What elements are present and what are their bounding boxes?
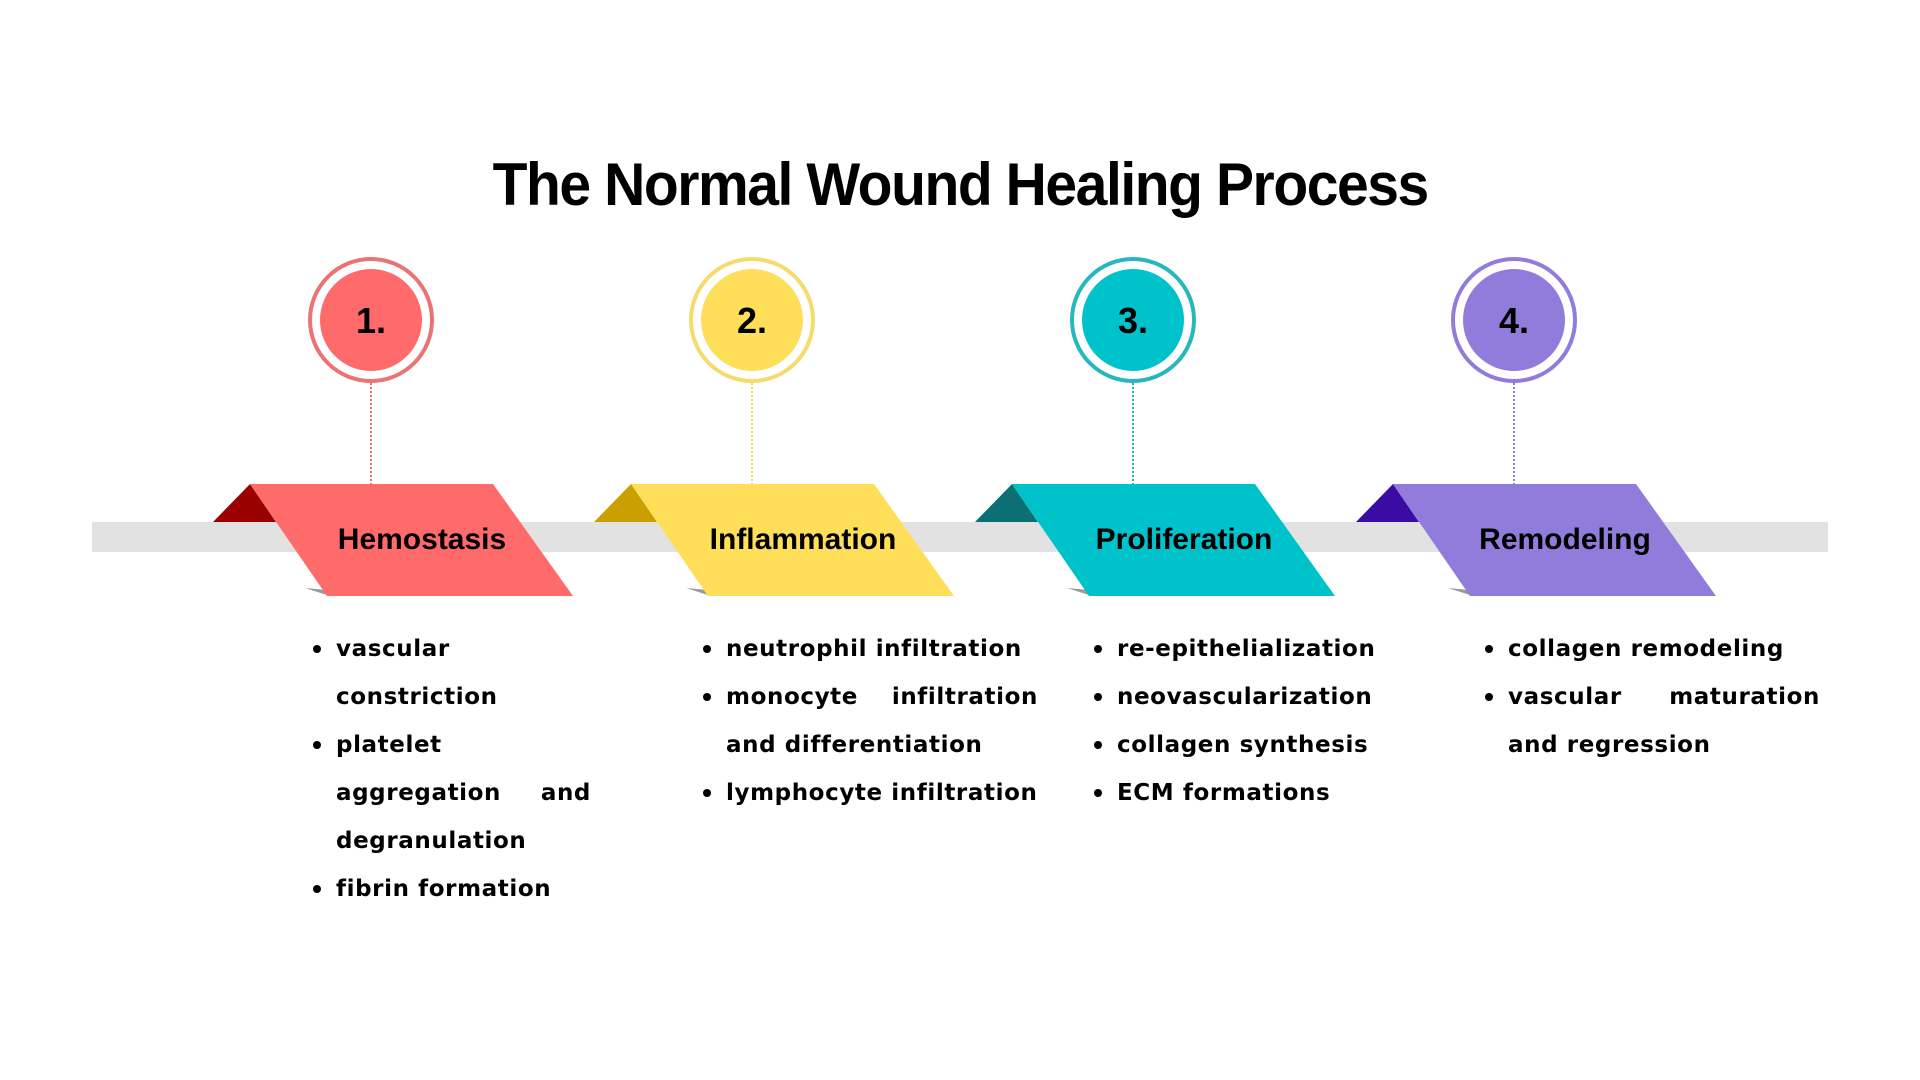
phase-number: 1. bbox=[356, 300, 386, 341]
bullet-text: collagen synthesis bbox=[1117, 732, 1369, 758]
phase-remodeling: 4. Remodeling bbox=[1356, 257, 1716, 596]
bullet-text: fibrin formation bbox=[336, 876, 552, 902]
bullet-item: vascular maturation and regression bbox=[1485, 673, 1820, 769]
number-circle bbox=[701, 269, 803, 371]
phase-proliferation: 3. Proliferation bbox=[975, 257, 1335, 596]
bullet-text: collagen remodeling bbox=[1508, 636, 1784, 662]
phase-number: 4. bbox=[1499, 300, 1529, 341]
number-circle bbox=[1463, 269, 1565, 371]
bullet-dot-icon bbox=[1485, 645, 1493, 653]
hemostasis-bullet-list: vascular constriction platelet aggregatio… bbox=[313, 625, 591, 913]
bullet-dot-icon bbox=[313, 645, 321, 653]
bullet-text: ECM formations bbox=[1117, 780, 1331, 806]
phase-number: 2. bbox=[737, 300, 767, 341]
page-title: The Normal Wound Healing Process bbox=[0, 150, 1920, 220]
bullet-text: platelet aggregation and degranulation bbox=[336, 732, 591, 854]
bullet-item: monocyte infiltration and differentiatio… bbox=[703, 673, 1038, 769]
bullet-item: vascular constriction bbox=[313, 625, 591, 721]
bullet-dot-icon bbox=[703, 645, 711, 653]
bullet-text: neovascularization bbox=[1117, 684, 1373, 710]
phase-hemostasis: 1. Hemostasis bbox=[213, 257, 573, 596]
proliferation-bullet-list: re-epithelialization neovascularization co… bbox=[1094, 625, 1414, 817]
bullet-dot-icon bbox=[313, 741, 321, 749]
phase-tab bbox=[1012, 484, 1335, 596]
bullet-text: monocyte infiltration and differentiatio… bbox=[726, 684, 1038, 758]
bullet-text: lymphocyte infiltration bbox=[726, 780, 1038, 806]
bullet-item: neovascularization bbox=[1094, 673, 1414, 721]
bullet-item: ECM formations bbox=[1094, 769, 1414, 817]
phase-tab bbox=[1393, 484, 1716, 596]
tab-fold bbox=[213, 484, 276, 522]
bullet-dot-icon bbox=[1485, 693, 1493, 701]
phase-label: Hemostasis bbox=[338, 523, 506, 556]
bullet-text: vascular maturation and regression bbox=[1508, 684, 1820, 758]
bullet-item: fibrin formation bbox=[313, 865, 591, 913]
tab-fold bbox=[1356, 484, 1419, 522]
page-title-text: The Normal Wound Healing Process bbox=[492, 151, 1429, 218]
phase-label: Remodeling bbox=[1479, 523, 1651, 556]
bullet-item: lymphocyte infiltration bbox=[703, 769, 1038, 817]
bullet-item: collagen synthesis bbox=[1094, 721, 1414, 769]
phase-inflammation: 2. Inflammation bbox=[594, 257, 954, 596]
phase-tab bbox=[631, 484, 954, 596]
number-circle bbox=[1082, 269, 1184, 371]
phase-label: Inflammation bbox=[710, 523, 897, 556]
tab-fold bbox=[975, 484, 1038, 522]
bullet-dot-icon bbox=[313, 885, 321, 893]
bullet-item: platelet aggregation and degranulation bbox=[313, 721, 591, 865]
phase-label: Proliferation bbox=[1096, 523, 1273, 556]
number-circle bbox=[320, 269, 422, 371]
bullet-dot-icon bbox=[1094, 789, 1102, 797]
remodeling-bullet-list: collagen remodeling vascular maturation a… bbox=[1485, 625, 1820, 769]
bullet-text: vascular constriction bbox=[336, 636, 498, 710]
bullet-dot-icon bbox=[1094, 693, 1102, 701]
phase-number: 3. bbox=[1118, 300, 1148, 341]
bullet-dot-icon bbox=[703, 789, 711, 797]
bullet-dot-icon bbox=[1094, 645, 1102, 653]
bullet-item: neutrophil infiltration bbox=[703, 625, 1038, 673]
bullet-text: re-epithelialization bbox=[1117, 636, 1376, 662]
phase-tab bbox=[250, 484, 573, 596]
bullet-item: re-epithelialization bbox=[1094, 625, 1414, 673]
bullet-dot-icon bbox=[703, 693, 711, 701]
bullet-text: neutrophil infiltration bbox=[726, 636, 1022, 662]
inflammation-bullet-list: neutrophil infiltration monocyte infiltra… bbox=[703, 625, 1038, 817]
tab-fold bbox=[594, 484, 657, 522]
bullet-item: collagen remodeling bbox=[1485, 625, 1820, 673]
bullet-dot-icon bbox=[1094, 741, 1102, 749]
